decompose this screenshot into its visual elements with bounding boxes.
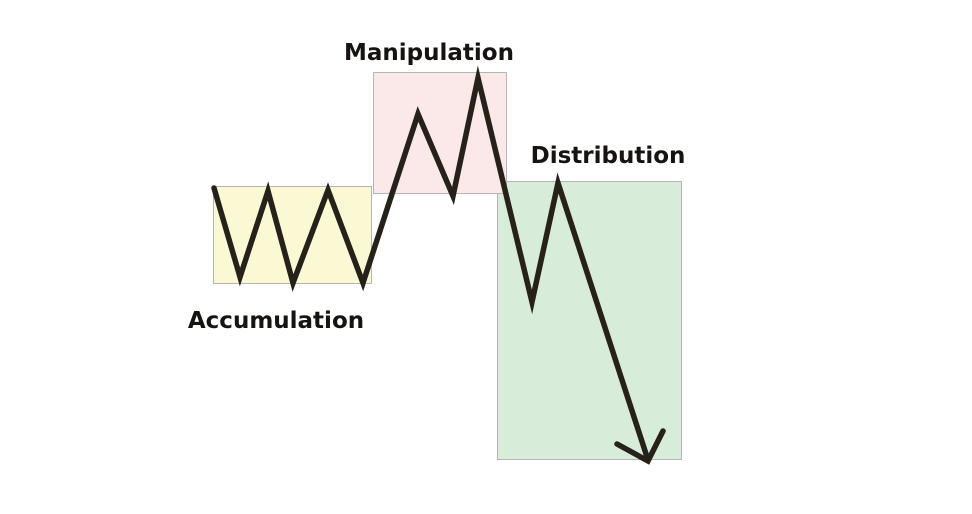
phase-box-accumulation: [213, 186, 372, 284]
phase-box-manipulation: [373, 72, 507, 194]
phase-box-distribution: [497, 181, 682, 460]
phase-label-accumulation: Accumulation: [187, 308, 365, 334]
phase-label-distribution: Distribution: [530, 143, 686, 169]
phase-label-manipulation: Manipulation: [344, 40, 514, 66]
